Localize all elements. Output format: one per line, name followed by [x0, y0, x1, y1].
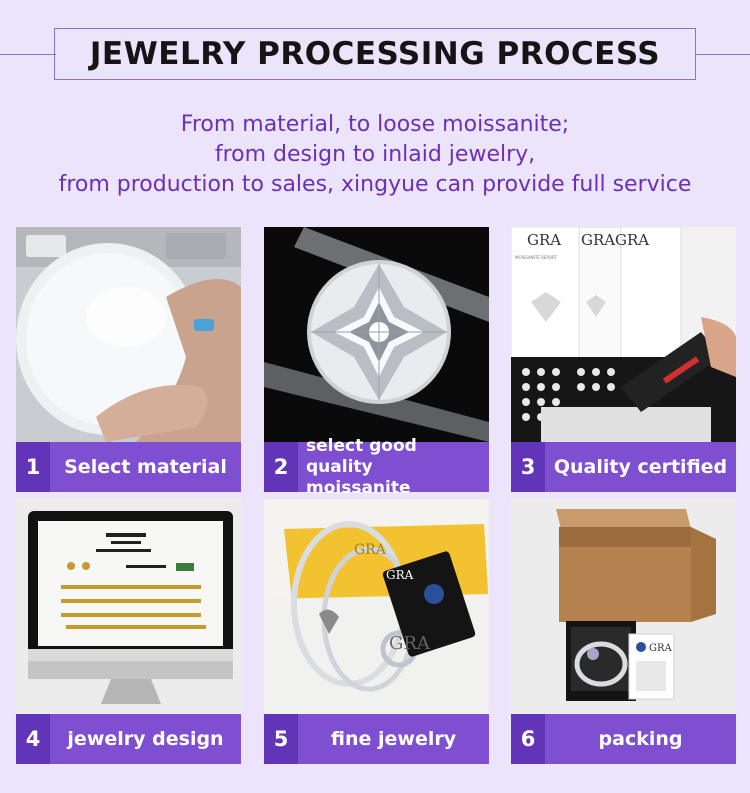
- step-label-1: 1 Select material: [16, 442, 241, 492]
- step-label-2: 2 select good quality moissanite: [264, 436, 489, 498]
- step-card-4: 4 jewelry design: [16, 499, 241, 764]
- step-title-5: fine jewelry: [330, 728, 457, 750]
- gra-text-1: GRA: [527, 231, 561, 249]
- step-title-3: Quality certified: [553, 456, 728, 478]
- step-number-1: 1: [16, 442, 50, 492]
- step-number-4: 4: [16, 714, 50, 764]
- step-number-6: 6: [511, 714, 545, 764]
- intro-line-3: from production to sales, xingyue can pr…: [58, 172, 692, 197]
- step-title-2-line-2: moissanite: [306, 477, 411, 498]
- intro-text: From material, to loose moissanite; from…: [0, 110, 750, 200]
- intro-line-2: from design to inlaid jewelry,: [214, 142, 536, 167]
- title-divider-left: [0, 54, 56, 55]
- gra-text-3: GRA: [615, 231, 649, 249]
- step-title-2-line-1: select good quality: [306, 435, 417, 477]
- photo-packing: GRA: [511, 499, 736, 714]
- photo-fine-jewelry: GRA GRA GRA: [264, 499, 489, 714]
- step-label-3: 3 Quality certified: [511, 442, 736, 492]
- step-label-5: 5 fine jewelry: [264, 714, 489, 764]
- step-card-2: 2 select good quality moissanite: [264, 227, 489, 498]
- step-title-1: Select material: [64, 456, 227, 478]
- page-title: JEWELRY PROCESSING PROCESS: [89, 36, 661, 72]
- gra-text-card: GRA: [386, 568, 414, 582]
- step-card-6: GRA 6 packing: [511, 499, 736, 764]
- step-number-2: 2: [264, 442, 298, 492]
- photo-quality-certified: GRA GRA GRA MOISSANITE REPORT: [511, 227, 736, 442]
- gra-text-box: GRA: [354, 542, 387, 558]
- step-label-4: 4 jewelry design: [16, 714, 241, 764]
- step-card-3: GRA GRA GRA MOISSANITE REPORT 3 Quality …: [511, 227, 736, 492]
- step-title-4: jewelry design: [67, 728, 224, 750]
- title-banner: JEWELRY PROCESSING PROCESS: [0, 24, 750, 84]
- report-caption: MOISSANITE REPORT: [515, 255, 557, 260]
- photo-moissanite-stone: [264, 227, 489, 442]
- step-label-6: 6 packing: [511, 714, 736, 764]
- step-card-5: GRA GRA GRA 5 fine jewelry: [264, 499, 489, 764]
- gra-text-paper: GRA: [389, 633, 431, 654]
- step-number-3: 3: [511, 442, 545, 492]
- step-title-2: select good quality moissanite: [298, 436, 489, 499]
- step-title-6: packing: [598, 728, 683, 750]
- step-number-5: 5: [264, 714, 298, 764]
- intro-line-1: From material, to loose moissanite;: [180, 112, 570, 137]
- gra-text-2: GRA: [581, 231, 615, 249]
- photo-jewelry-design: [16, 499, 241, 714]
- title-divider-right: [696, 54, 750, 55]
- gra-text-pack: GRA: [649, 643, 673, 654]
- photo-select-material: [16, 227, 241, 442]
- step-card-1: 1 Select material: [16, 227, 241, 492]
- title-frame: JEWELRY PROCESSING PROCESS: [54, 28, 696, 80]
